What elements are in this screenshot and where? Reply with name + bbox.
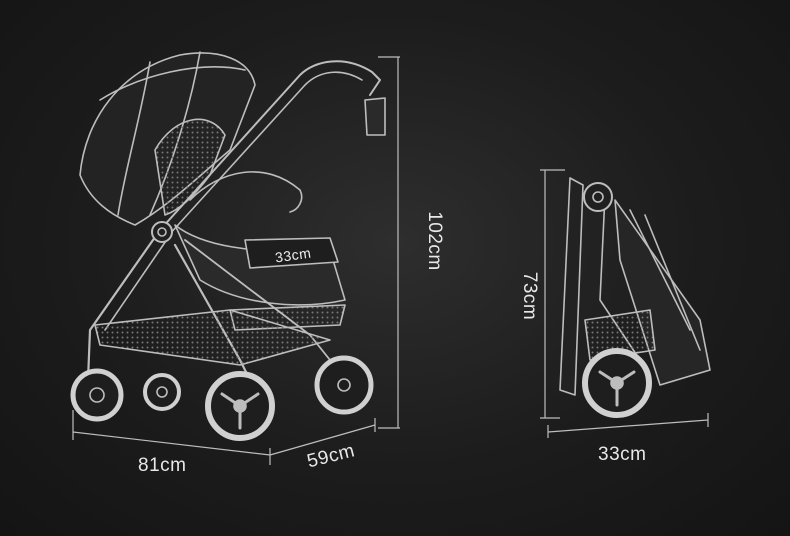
folded-width-dimension-line bbox=[547, 413, 709, 438]
dimension-lines-folded bbox=[540, 169, 709, 438]
folded-height-dimension-line bbox=[540, 169, 565, 419]
wheel-rear-left bbox=[70, 368, 124, 422]
folded-height-label: 73cm bbox=[519, 271, 541, 321]
cup-holder bbox=[364, 97, 386, 136]
wheel-rear-right bbox=[143, 373, 181, 411]
wheel-front-right bbox=[314, 355, 374, 415]
handlebar bbox=[159, 60, 381, 231]
folded-wheel bbox=[582, 348, 652, 418]
width-dimension-line bbox=[269, 418, 376, 456]
folded-stroller bbox=[559, 177, 711, 418]
folded-width-label: 33cm bbox=[598, 444, 647, 465]
length-label: 81cm bbox=[138, 455, 187, 476]
frame-rear-leg bbox=[86, 228, 162, 382]
unfolded-stroller bbox=[70, 51, 386, 441]
height-dimension-line bbox=[378, 56, 400, 429]
wheel-front-left bbox=[205, 371, 275, 441]
seat-back bbox=[154, 118, 226, 216]
height-label: 102cm bbox=[423, 211, 445, 271]
hinge bbox=[151, 221, 173, 243]
length-dimension-line bbox=[72, 410, 271, 465]
folded-canopy bbox=[614, 199, 711, 386]
basket bbox=[94, 309, 331, 366]
dimension-lines-unfolded bbox=[72, 56, 400, 465]
folded-hinge bbox=[583, 182, 613, 212]
